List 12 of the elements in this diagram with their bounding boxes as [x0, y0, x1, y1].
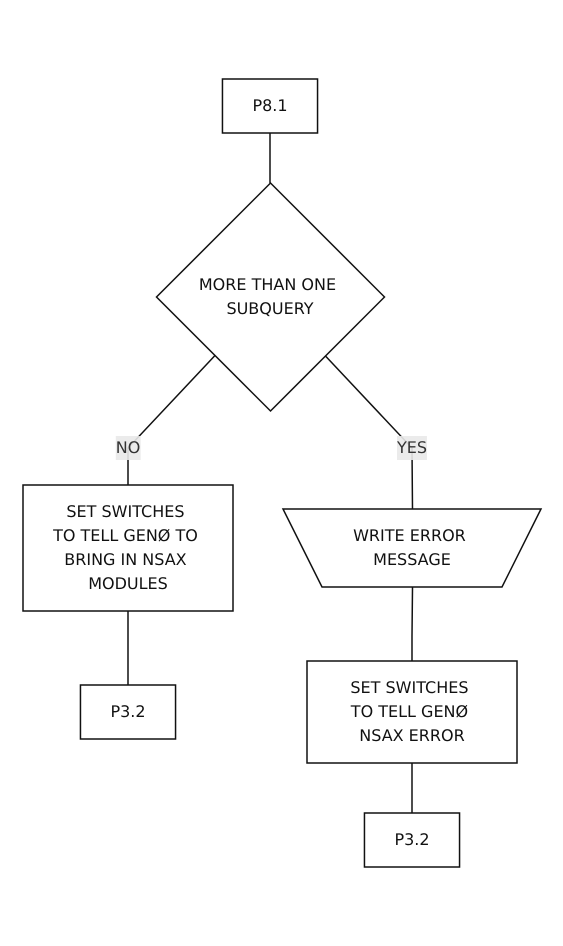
connector [410, 763, 412, 813]
node-diamond: MORE THAN ONE SUBQUERY [154, 182, 386, 412]
node-box: SET SWITCHES TO TELL GENØ NSAX ERROR [306, 660, 518, 764]
node-box: SET SWITCHES TO TELL GENØ TO BRING IN NSAX MODULES [22, 484, 234, 612]
connector [410, 588, 413, 661]
node-box: P8.1 [221, 78, 318, 134]
edge-label: YES [396, 438, 427, 457]
edge-label: NO [115, 438, 140, 457]
node-box: P3.2 [363, 812, 460, 868]
connector [126, 611, 128, 685]
node-box: P3.2 [79, 684, 176, 740]
connector [268, 133, 270, 183]
